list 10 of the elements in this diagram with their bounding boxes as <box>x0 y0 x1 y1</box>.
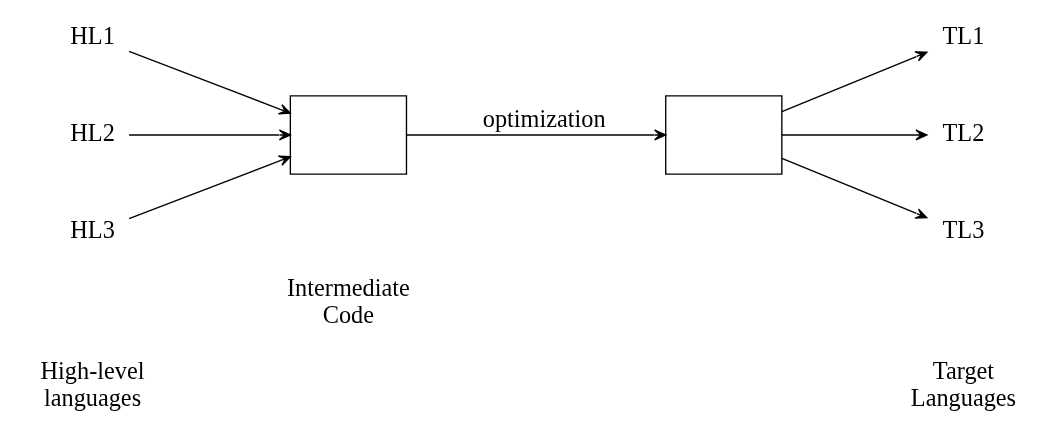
node-text: HL3 <box>70 216 115 244</box>
node-text: HL2 <box>70 118 115 146</box>
node-text: HL1 <box>70 21 115 49</box>
node-text: TL3 <box>942 216 985 244</box>
label: Intermediate Code <box>287 274 410 329</box>
label: High-level languages <box>40 356 145 411</box>
label: Target Languages <box>910 356 1017 411</box>
node-text: TL1 <box>942 21 985 49</box>
edge-label: optimization <box>482 105 606 133</box>
node-text: TL2 <box>942 118 985 146</box>
